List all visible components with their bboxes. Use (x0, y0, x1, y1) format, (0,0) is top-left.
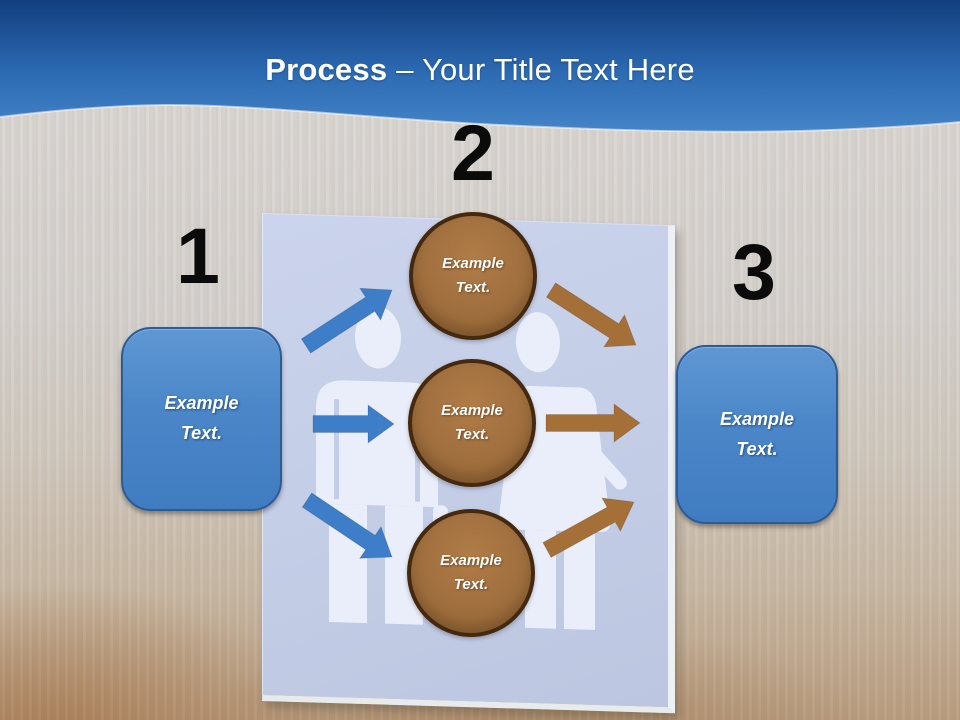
example-box-left: Example Text. (121, 327, 282, 511)
circle-top-line2: Text. (455, 279, 491, 296)
slide-title: Process– Your Title Text Here (0, 52, 960, 88)
circle-bottom-line2: Text. (453, 576, 489, 593)
circle-bottom-line1: Example (440, 552, 502, 569)
header-wave (0, 0, 960, 133)
process-circle-bottom: Example Text. (407, 509, 535, 637)
title-emphasis: Process (265, 52, 388, 87)
title-rest: – Your Title Text Here (396, 52, 695, 87)
circle-middle-line2: Text. (454, 426, 490, 443)
circle-top-line1: Example (442, 255, 504, 272)
circle-middle-line1: Example (441, 402, 503, 419)
step-number-3: 3 (732, 227, 776, 316)
example-box-right: Example Text. (676, 345, 838, 524)
box-left-line1: Example (164, 393, 239, 414)
step-number-1: 1 (176, 211, 220, 300)
header-band: Process– Your Title Text Here (0, 0, 960, 140)
box-right-line2: Text. (736, 438, 778, 459)
process-circle-top: Example Text. (409, 212, 537, 340)
step-number-2: 2 (451, 108, 495, 197)
process-circle-middle: Example Text. (408, 359, 536, 487)
box-left-line2: Text. (180, 423, 223, 443)
box-right-line1: Example (719, 408, 795, 429)
